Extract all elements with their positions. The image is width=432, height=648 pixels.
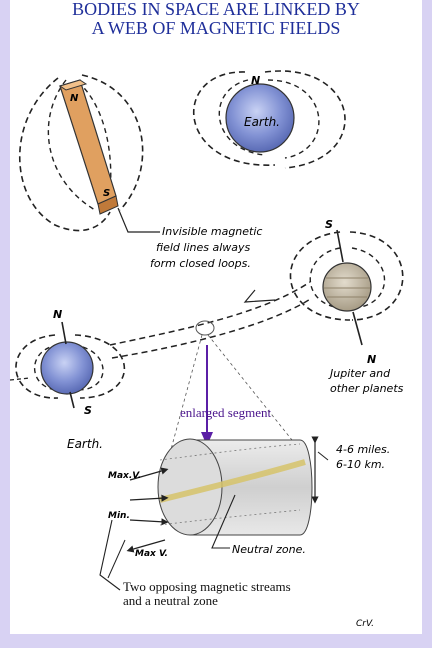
caption: Two opposing magnetic streams and a neut… xyxy=(123,580,291,608)
caption-line-2: and a neutral zone xyxy=(123,593,218,608)
title-line-1: BODIES IN SPACE ARE LINKED BY xyxy=(72,0,360,19)
title-line-2: A WEB OF MAGNETIC FIELDS xyxy=(91,18,341,38)
jupiter-south: N xyxy=(367,353,376,366)
size-km-label: 6-10 km. xyxy=(336,458,385,471)
earth-left-north: N xyxy=(53,308,62,321)
max-v-top-label: Max.V. xyxy=(108,471,141,481)
earth-left-south: S xyxy=(84,404,92,417)
note-line-2: field lines always xyxy=(156,241,251,254)
earth-left-name: Earth. xyxy=(67,437,103,451)
linking-field-lines xyxy=(109,281,313,359)
magnet-south-label: S xyxy=(103,188,110,199)
jupiter-label-1: Jupiter and xyxy=(328,367,391,380)
min-label: Min. xyxy=(108,511,130,521)
enlarged-segment-label: enlarged segment xyxy=(180,405,272,420)
size-miles-label: 4-6 miles. xyxy=(336,443,390,456)
neutral-zone-label: Neutral zone. xyxy=(232,543,306,556)
jupiter-label-2: other planets xyxy=(330,382,404,395)
jupiter-field xyxy=(289,229,404,346)
diagram-title: BODIES IN SPACE ARE LINKED BY A WEB OF M… xyxy=(0,0,432,38)
enlarged-segment xyxy=(99,436,329,591)
note-line-1: Invisible magnetic xyxy=(162,225,262,238)
bar-magnet xyxy=(19,74,144,232)
earth-top-field xyxy=(193,70,346,169)
earth-top-name: Earth. xyxy=(244,115,280,129)
note-line-3: form closed loops. xyxy=(150,257,251,270)
max-v-bottom-label: Max V. xyxy=(135,549,168,559)
signature: CrV. xyxy=(356,619,374,629)
earth-top-north: N xyxy=(251,74,260,87)
earth-left-field xyxy=(9,321,126,409)
magnet-north-label: N xyxy=(70,93,79,104)
jupiter-north: S xyxy=(325,218,333,231)
caption-line-1: Two opposing magnetic streams xyxy=(123,579,291,594)
